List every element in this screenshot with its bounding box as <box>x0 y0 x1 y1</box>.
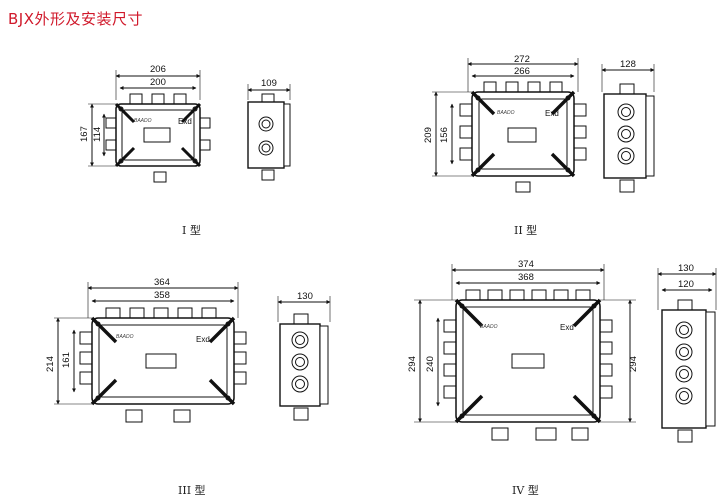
type4-height-right: 294 <box>628 356 639 372</box>
type2-side-width: 128 <box>620 59 636 70</box>
type1-exd-label: Exd <box>178 117 192 126</box>
type3-height-outer: 214 <box>45 356 56 372</box>
type1-width-outer: 206 <box>150 64 166 75</box>
type1-side-width: 109 <box>261 78 277 89</box>
type3-width-inner: 358 <box>154 290 170 301</box>
type1-logo: BAADO <box>134 118 152 124</box>
type1-front-view <box>88 70 211 183</box>
type4-width-inner: 368 <box>518 272 534 283</box>
type4-logo: BAADO <box>480 324 498 330</box>
type2-front-view <box>432 58 587 193</box>
type4-side-width-outer: 130 <box>678 263 694 274</box>
caption-type-1: I 型 <box>182 224 201 237</box>
caption-type-2: II 型 <box>514 224 538 237</box>
type4-side-width-inner: 120 <box>678 279 694 290</box>
type1-width-inner: 200 <box>150 77 166 88</box>
caption-type-3: III 型 <box>178 484 206 497</box>
type4-height-outer: 294 <box>407 356 418 372</box>
type1-height-outer: 167 <box>79 126 90 142</box>
type2-width-outer: 272 <box>514 54 530 65</box>
type3-front-view <box>54 282 247 423</box>
type3-height-inner: 161 <box>61 352 72 368</box>
type4-height-inner: 240 <box>425 356 436 372</box>
caption-type-4: IV 型 <box>512 484 539 497</box>
type4-width-outer: 374 <box>518 259 534 270</box>
type3-side-view <box>277 296 331 421</box>
type4-front-view <box>414 264 636 441</box>
type2-width-inner: 266 <box>514 66 530 77</box>
type1-side-view <box>247 84 291 181</box>
type2-exd-label: Exd <box>545 109 559 118</box>
type3-logo: BAADO <box>116 334 134 340</box>
type2-logo: BAADO <box>497 110 515 116</box>
type4-exd-label: Exd <box>560 323 574 332</box>
type1-height-inner: 114 <box>92 127 103 142</box>
type2-height-outer: 209 <box>423 127 434 143</box>
type4-side-view <box>657 268 717 443</box>
type3-exd-label: Exd <box>196 335 210 344</box>
type3-width-outer: 364 <box>154 277 170 288</box>
type2-height-inner: 156 <box>439 127 450 143</box>
type3-side-width: 130 <box>297 291 313 302</box>
page-title: BJX外形及安装尺寸 <box>8 10 143 28</box>
type2-side-view <box>601 64 655 193</box>
